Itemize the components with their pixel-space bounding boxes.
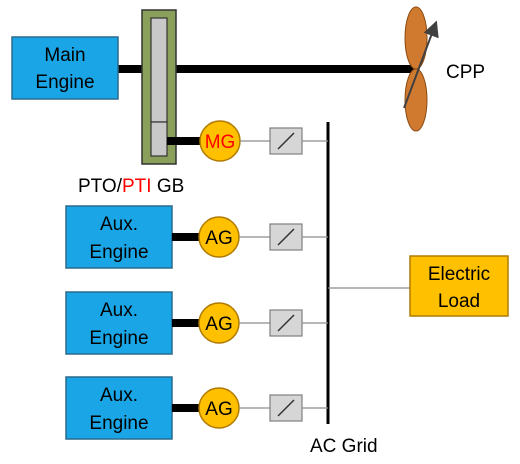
aux-engine-box (65, 291, 173, 355)
aux-engine-label-line1: Aux. (100, 214, 138, 235)
aux-engine-label-line1: Aux. (100, 300, 138, 321)
gearbox-label-highlight: PTI (122, 176, 152, 197)
gearbox (141, 9, 177, 165)
gearbox-label-prefix: PTO/ (78, 176, 123, 197)
ag-label: AG (205, 399, 232, 420)
aux-row-1: Aux. Engine AG (65, 205, 328, 269)
ag-breaker (269, 309, 303, 337)
ag-label: AG (205, 228, 232, 249)
gearbox-label: PTO/PTI GB (78, 176, 184, 197)
electric-load-box (409, 255, 509, 317)
electric-load-label-line1: Electric (428, 264, 490, 285)
aux-engine-label-line2: Engine (89, 413, 148, 434)
aux-row-2: Aux. Engine AG (65, 291, 328, 355)
mg-row: MG (199, 120, 328, 162)
ag-label: AG (205, 314, 232, 335)
main-engine: Main Engine (11, 36, 119, 100)
aux-row-3: Aux. Engine AG (65, 376, 328, 440)
main-engine-label-line1: Main (44, 45, 85, 66)
electric-load-label-line2: Load (438, 291, 480, 312)
cpp-propeller-icon (403, 6, 439, 132)
mg-label: MG (205, 132, 236, 153)
main-engine-label-line2: Engine (35, 72, 94, 93)
aux-engine-label-line2: Engine (89, 328, 148, 349)
cpp-label: CPP (446, 62, 485, 83)
aux-engine-label-line1: Aux. (100, 385, 138, 406)
aux-engine-box (65, 376, 173, 440)
aux-engine-box (65, 205, 173, 269)
electric-load: Electric Load (328, 255, 509, 317)
gearbox-label-suffix: GB (152, 176, 185, 197)
ac-grid-label: AC Grid (310, 436, 378, 457)
aux-engine-label-line2: Engine (89, 242, 148, 263)
